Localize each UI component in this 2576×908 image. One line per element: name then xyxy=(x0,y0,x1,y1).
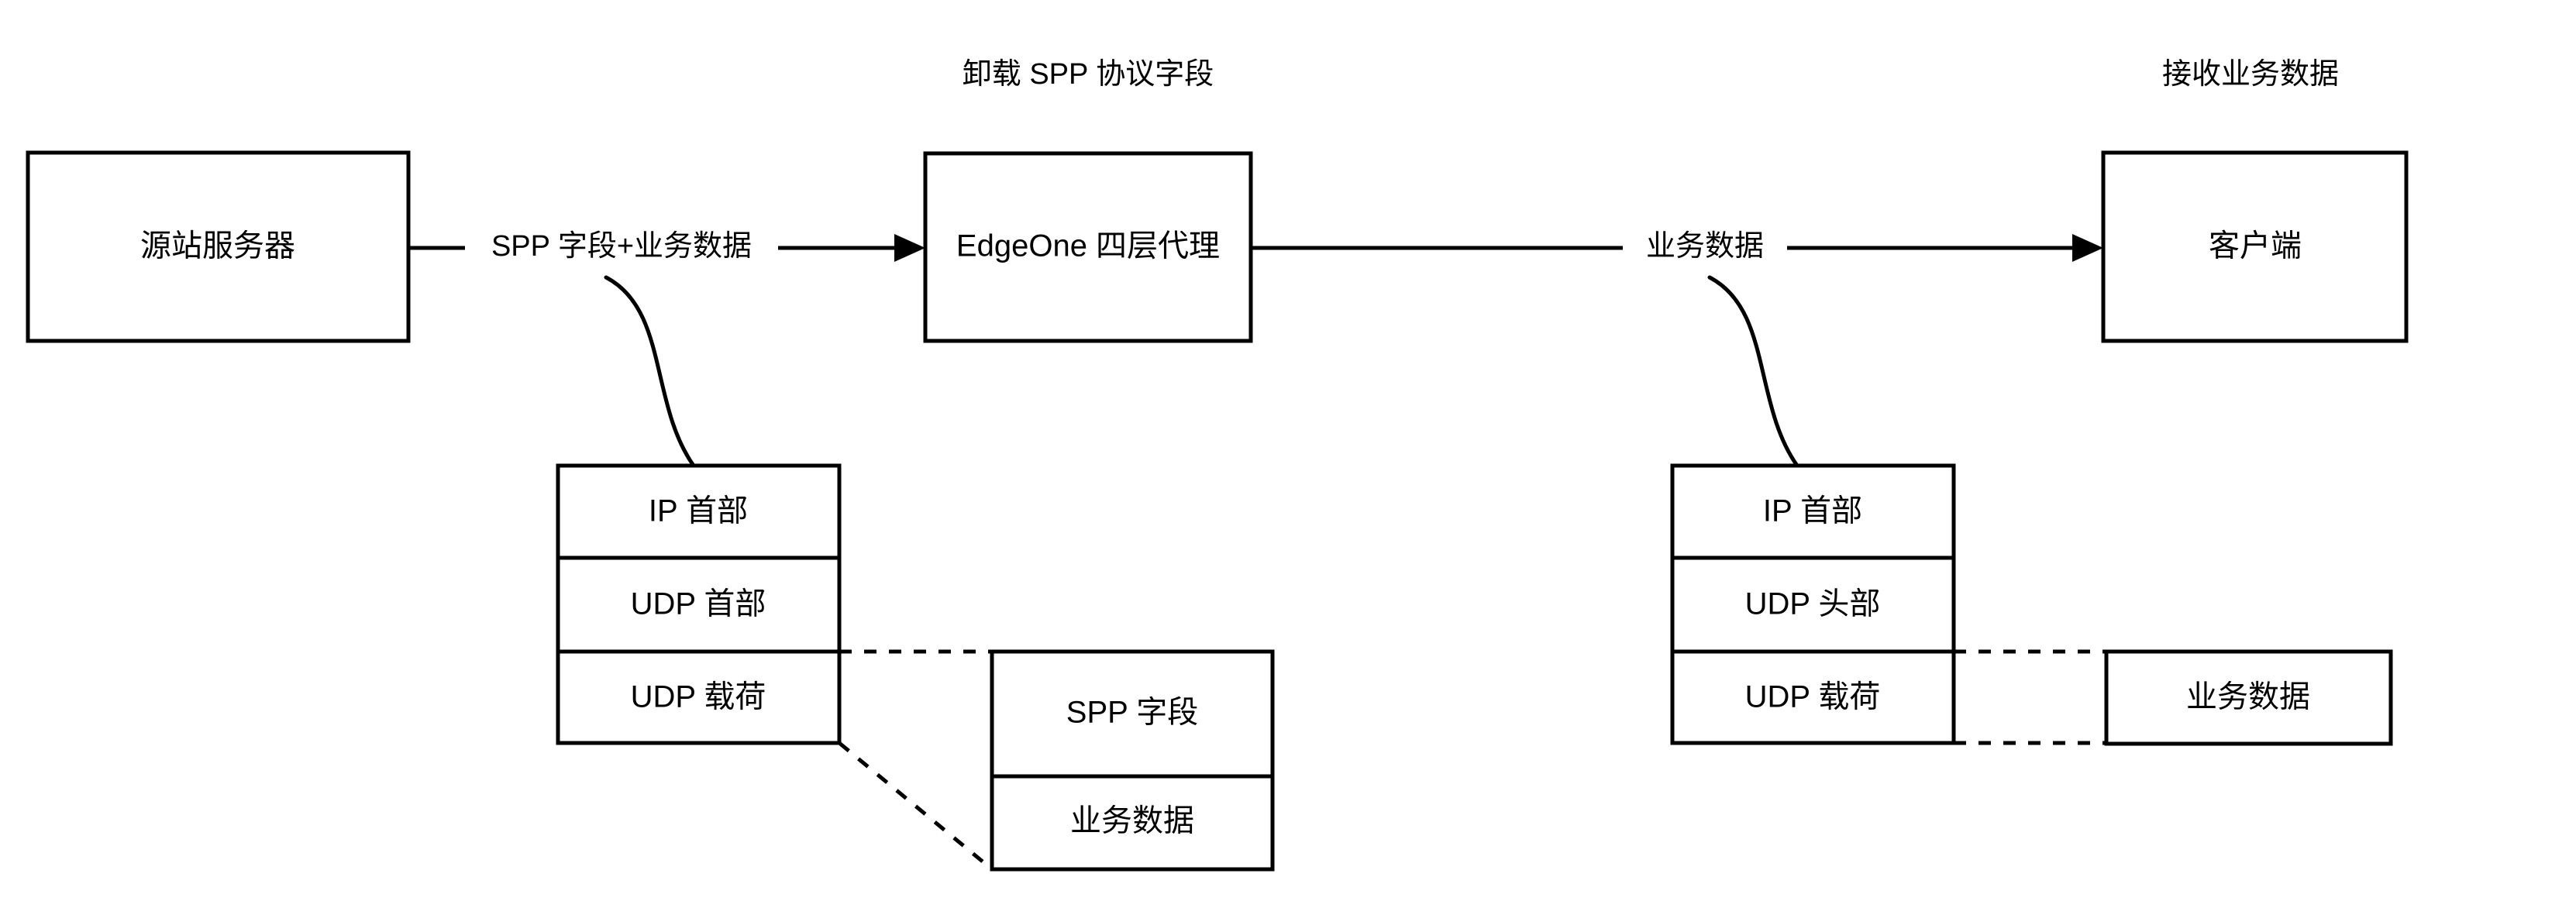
callout-curve-right xyxy=(1707,275,1799,468)
node-client[interactable] xyxy=(2101,150,2409,343)
edge-proxy-to-client-label-backdrop xyxy=(1623,226,1787,270)
caption-offload-spp: 卸载 SPP 协议字段 xyxy=(963,58,1214,91)
packet-stack-left-row-2: UDP 载荷 xyxy=(631,680,766,714)
caption-receive-data: 接收业务数据 xyxy=(2162,58,2339,91)
payload-detail-right-row-0: 业务数据 xyxy=(2186,680,2310,714)
payload-detail-left[interactable] xyxy=(990,649,1275,872)
node-edgeone-proxy-label: EdgeOne 四层代理 xyxy=(956,229,1220,263)
edge-origin-to-proxy-arrowhead xyxy=(894,234,925,262)
packet-stack-right-row-1: UDP 头部 xyxy=(1745,587,1881,621)
packet-stack-right[interactable] xyxy=(1670,463,1956,745)
edge-origin-to-proxy-label-backdrop xyxy=(465,226,778,270)
packet-stack-left-row-1: UDP 首部 xyxy=(631,587,766,621)
packet-stack-left-row-0: IP 首部 xyxy=(649,494,748,528)
edge-origin-to-proxy-label: SPP 字段+业务数据 xyxy=(491,230,752,263)
packet-stack-right-row-2: UDP 载荷 xyxy=(1745,680,1881,714)
payload-detail-left-row-1: 业务数据 xyxy=(1070,804,1194,838)
node-origin-server[interactable] xyxy=(26,150,411,343)
edge-proxy-to-client-arrowhead xyxy=(2072,234,2103,262)
edge-proxy-to-client-label: 业务数据 xyxy=(1646,230,1764,263)
packet-stack-left[interactable] xyxy=(556,463,842,745)
payload-detail-left-row-0: SPP 字段 xyxy=(1066,696,1198,730)
node-edgeone-proxy[interactable] xyxy=(923,151,1253,343)
payload-detail-right[interactable] xyxy=(2104,649,2393,746)
dashed-leader-left-bottom xyxy=(838,741,994,871)
node-origin-server-label: 源站服务器 xyxy=(140,229,295,263)
node-client-label: 客户端 xyxy=(2209,229,2302,263)
callout-curve-left xyxy=(604,275,696,468)
packet-stack-right-row-0: IP 首部 xyxy=(1763,494,1862,528)
